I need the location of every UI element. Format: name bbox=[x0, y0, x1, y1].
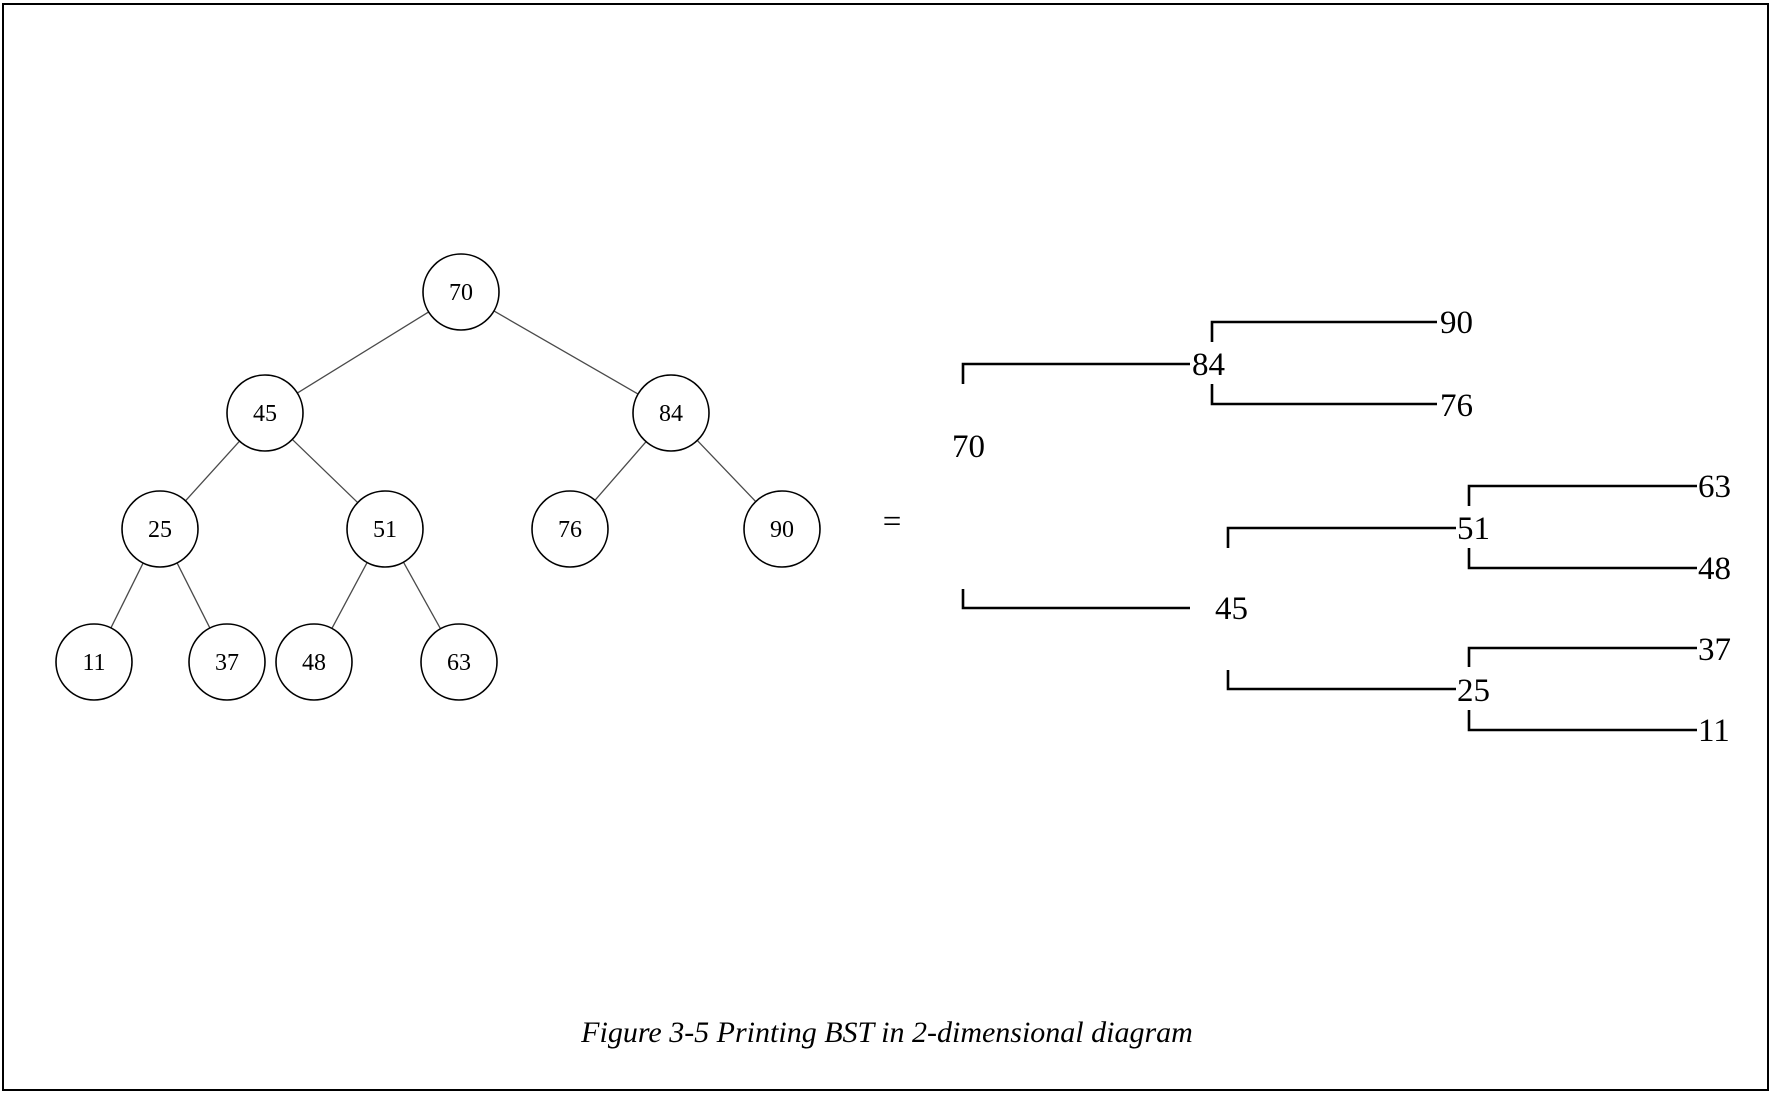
tree-node-circle bbox=[226, 374, 304, 452]
tree-node-51: 51 bbox=[346, 490, 424, 568]
printed-node-label-76: 76 bbox=[1440, 388, 1473, 424]
tree-node-label: 51 bbox=[373, 517, 397, 543]
printed-node-label-25: 25 bbox=[1457, 673, 1490, 709]
tree-node-label: 70 bbox=[449, 280, 473, 306]
printed-node-label-51: 51 bbox=[1457, 511, 1490, 547]
tree-node-45: 45 bbox=[226, 374, 304, 452]
tree-edge-84-76 bbox=[594, 441, 647, 501]
tree-edge-25-37 bbox=[176, 562, 211, 629]
tree-node-circle bbox=[743, 490, 821, 568]
print-line-25-37 bbox=[1467, 646, 1697, 667]
print-line-70-84 bbox=[961, 362, 1190, 384]
tree-edge-84-90 bbox=[696, 440, 757, 502]
tree-node-circle bbox=[121, 490, 199, 568]
print-line-84-90 bbox=[1210, 320, 1437, 342]
printed-node-label-90: 90 bbox=[1440, 305, 1473, 341]
tree-edge-70-45 bbox=[296, 311, 430, 394]
tree-node-11: 11 bbox=[55, 623, 133, 701]
tree-node-label: 63 bbox=[447, 650, 471, 676]
print-line-25-11 bbox=[1467, 710, 1697, 732]
print-line-51-48 bbox=[1467, 548, 1697, 570]
tree-node-84: 84 bbox=[632, 374, 710, 452]
tree-node-48: 48 bbox=[275, 623, 353, 701]
tree-node-label: 48 bbox=[302, 650, 326, 676]
tree-node-circle bbox=[275, 623, 353, 701]
tree-node-25: 25 bbox=[121, 490, 199, 568]
print-line-84-76 bbox=[1210, 384, 1437, 406]
tree-node-76: 76 bbox=[531, 490, 609, 568]
tree-edge-45-51 bbox=[291, 438, 359, 504]
tree-node-label: 84 bbox=[659, 401, 683, 427]
tree-edge-25-11 bbox=[110, 562, 144, 629]
tree-node-label: 90 bbox=[770, 517, 794, 543]
tree-edge-70-84 bbox=[493, 310, 639, 395]
tree-edge-45-25 bbox=[185, 440, 240, 502]
tree-node-circle bbox=[632, 374, 710, 452]
tree-node-circle bbox=[346, 490, 424, 568]
tree-node-37: 37 bbox=[188, 623, 266, 701]
figure-border bbox=[2, 3, 1769, 1091]
printed-node-label-84: 84 bbox=[1192, 347, 1225, 383]
print-line-45-25 bbox=[1226, 670, 1456, 691]
tree-edge-51-48 bbox=[331, 562, 368, 629]
printed-node-label-45: 45 bbox=[1215, 591, 1248, 627]
tree-edge-51-63 bbox=[402, 561, 442, 630]
tree-node-label: 45 bbox=[253, 401, 277, 427]
tree-nodes: 70 45 84 25 51 76 90 11 37 48 63 bbox=[55, 253, 821, 701]
tree-node-label: 76 bbox=[558, 517, 582, 543]
printed-tree-lines bbox=[961, 320, 1697, 732]
tree-edges bbox=[110, 310, 757, 630]
tree-node-63: 63 bbox=[420, 623, 498, 701]
printed-node-label-11: 11 bbox=[1698, 713, 1730, 749]
figure-caption: Figure 3-5 Printing BST in 2-dimensional… bbox=[581, 1016, 1193, 1049]
print-line-51-63 bbox=[1467, 484, 1697, 506]
tree-node-circle bbox=[531, 490, 609, 568]
printed-node-label-37: 37 bbox=[1698, 632, 1731, 668]
tree-node-90: 90 bbox=[743, 490, 821, 568]
tree-node-70: 70 bbox=[422, 253, 500, 331]
print-line-70-45 bbox=[961, 589, 1190, 610]
tree-node-circle bbox=[420, 623, 498, 701]
tree-node-label: 11 bbox=[82, 650, 105, 676]
equals-sign: = bbox=[883, 504, 902, 540]
tree-node-circle bbox=[188, 623, 266, 701]
printed-node-label-48: 48 bbox=[1698, 551, 1731, 587]
print-line-45-51 bbox=[1226, 526, 1456, 548]
tree-node-label: 37 bbox=[215, 650, 239, 676]
tree-node-circle bbox=[422, 253, 500, 331]
printed-node-label-70: 70 bbox=[952, 429, 985, 465]
printed-tree-labels: 90 84 76 70 63 51 48 45 37 25 11 bbox=[952, 305, 1731, 749]
tree-node-circle bbox=[55, 623, 133, 701]
printed-node-label-63: 63 bbox=[1698, 469, 1731, 505]
tree-node-label: 25 bbox=[148, 517, 172, 543]
